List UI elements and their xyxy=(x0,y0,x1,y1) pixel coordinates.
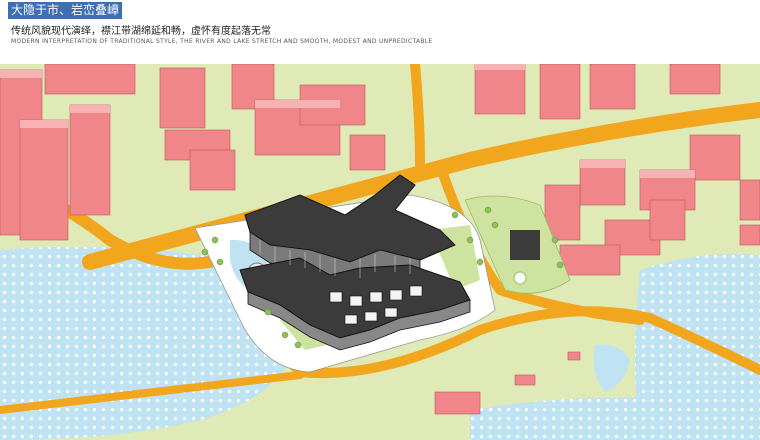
facade-windows xyxy=(259,240,411,278)
lake-bottom xyxy=(470,397,760,440)
page-title: 大隐于市、岩峦叠嶂 xyxy=(8,2,123,19)
subtitle-chinese: 传统风貌现代演绎，襟江带湖绵延和畅，虚怀有度起落无常 xyxy=(11,26,271,37)
water-areas xyxy=(0,246,760,440)
roof-courtyards xyxy=(329,285,423,325)
trees xyxy=(201,206,564,349)
road-north-mid xyxy=(410,64,425,170)
east-plaza xyxy=(464,195,571,294)
lake-right xyxy=(635,254,760,440)
highlighted-building xyxy=(239,174,471,351)
building-facade-south xyxy=(247,291,471,351)
site-aerial-diagram xyxy=(0,64,760,440)
building-roofs xyxy=(0,64,695,178)
pond xyxy=(593,344,630,392)
road-southwest xyxy=(0,371,304,414)
lake-left xyxy=(0,246,292,440)
subtitle-english: MODERN INTERPRETATION OF TRADITIONAL STY… xyxy=(11,38,433,45)
background-buildings xyxy=(0,64,760,415)
